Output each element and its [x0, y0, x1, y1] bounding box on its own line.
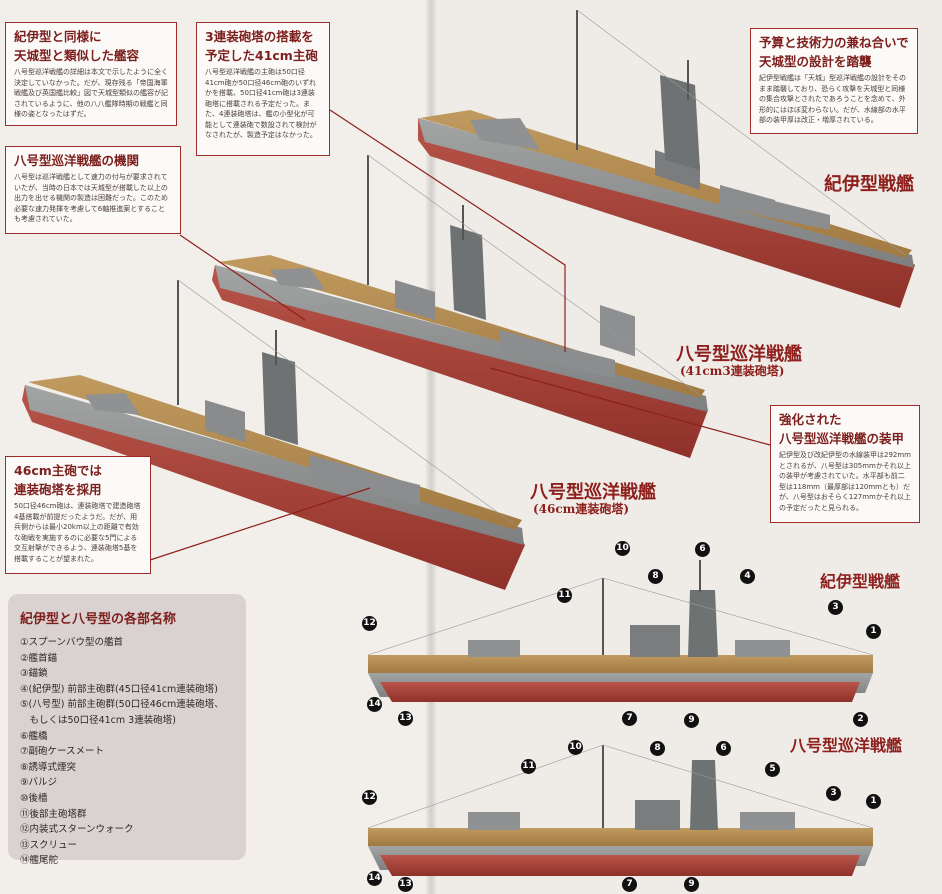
book-fold — [426, 0, 436, 894]
callout-marker: 14 — [367, 871, 382, 886]
box-triple-turret: 3連装砲塔の搭載を 予定した41cm主砲 八号型巡洋戦艦の主砲は50口径41cm… — [196, 22, 330, 156]
legend-item: ②艦首錨 — [20, 652, 58, 664]
hachi-profile — [367, 744, 874, 876]
callout-marker: 14 — [367, 697, 382, 712]
callout-marker: 12 — [362, 616, 377, 631]
callout-marker: 3 — [828, 600, 843, 615]
legend-item: ⑦副砲ケースメート — [20, 746, 105, 758]
legend-item: ⑩後檣 — [20, 792, 48, 804]
hachi-41cm-ship — [212, 154, 708, 458]
callout-marker: 13 — [398, 711, 413, 726]
kii-class-title: 紀伊型戦艦 — [824, 174, 914, 195]
callout-marker: 1 — [866, 624, 881, 639]
box-46cm-gun-body: 50口径46cm砲は、連装砲塔で建造砲塔4基搭載が前提だったようだ。だが、用兵側… — [14, 502, 141, 563]
box-kii-similarity-body: 八号型巡洋戦艦の詳細は本文で示したように全く決定していなかった。だが、現存残る「… — [14, 68, 168, 118]
callout-marker: 3 — [826, 786, 841, 801]
box-armor: 強化された 八号型巡洋戦艦の装甲 紀伊型及び改紀伊型の水線装甲は292mmとされ… — [770, 405, 920, 523]
legend-item: ⑥艦橋 — [20, 730, 48, 742]
kii-profile — [367, 560, 874, 702]
callout-marker: 8 — [648, 569, 663, 584]
hachi-46cm-subtitle: (46cm連装砲塔) — [533, 502, 630, 516]
legend-item: ⑧誘導式煙突 — [20, 761, 77, 773]
callout-marker: 9 — [684, 713, 699, 728]
callout-marker: 6 — [716, 741, 731, 756]
profile-hachi-title: 八号型巡洋戦艦 — [790, 736, 903, 755]
box-armor-body: 紀伊型及び改紀伊型の水線装甲は292mmとされるが、八号型は305mmかそれ以上… — [779, 451, 911, 512]
parts-legend-list: ①スプーンバウ型の艦首 ②艦首錨 ③錨鎖 ④(紀伊型) 前部主砲群(45口径41… — [8, 635, 246, 869]
kii-class-ship — [418, 9, 915, 357]
box-kii-similarity: 紀伊型と同様に 天城型と類似した艦容 八号型巡洋戦艦の詳細は本文で示したように全… — [5, 22, 177, 126]
parts-legend-title: 紀伊型と八号型の各部名称 — [20, 612, 177, 627]
callout-marker: 11 — [557, 588, 572, 603]
callout-marker: 1 — [866, 794, 881, 809]
profile-kii-title: 紀伊型戦艦 — [820, 572, 901, 591]
box-engine: 八号型巡洋戦艦の機関 八号型は巡洋戦艦として速力の付与が要求されていたが、当時の… — [5, 146, 181, 234]
box-triple-turret-title-1: 3連装砲塔の搭載を — [205, 29, 314, 44]
callout-marker: 9 — [684, 877, 699, 892]
callout-marker: 4 — [740, 569, 755, 584]
hachi-41cm-title: 八号型巡洋戦艦 — [676, 344, 802, 365]
box-budget-title-2: 天城型の設計を踏襲 — [759, 54, 872, 69]
callout-marker: 13 — [398, 877, 413, 892]
callout-leader-lines — [149, 109, 771, 561]
legend-item: ⑪後部主砲塔群 — [20, 808, 87, 820]
callout-marker: 8 — [650, 741, 665, 756]
legend-item: ④(紀伊型) 前部主砲群(45口径41cm連装砲塔) — [20, 683, 219, 695]
callout-marker: 2 — [853, 712, 868, 727]
legend-item: もしくは50口径41cm 3連装砲塔) — [20, 714, 176, 726]
box-triple-turret-title-2: 予定した41cm主砲 — [205, 48, 318, 63]
box-engine-body: 八号型は巡洋戦艦として速力の付与が要求されていたが、当時の日本では天城型が搭載し… — [14, 173, 168, 223]
callout-marker: 7 — [622, 711, 637, 726]
callout-marker: 10 — [615, 541, 630, 556]
hachi-41cm-subtitle: (41cm3連装砲塔) — [680, 364, 785, 378]
callout-marker: 12 — [362, 790, 377, 805]
box-46cm-gun-title-1: 46cm主砲では — [14, 463, 102, 478]
legend-item: ⑬スクリュー — [20, 839, 78, 851]
box-46cm-gun-title-2: 連装砲塔を採用 — [14, 482, 102, 497]
legend-item: ①スプーンバウ型の艦首 — [20, 637, 124, 648]
box-budget-body: 紀伊型戦艦は「天城」型巡洋戦艦の設計をそのまま踏襲しており、恐らく攻撃を天城型と… — [759, 74, 906, 124]
callout-marker: 6 — [695, 542, 710, 557]
hachi-46cm-title: 八号型巡洋戦艦 — [530, 482, 656, 503]
callout-marker: 10 — [568, 740, 583, 755]
hachi-46cm-ship — [22, 279, 525, 590]
box-46cm-gun: 46cm主砲では 連装砲塔を採用 50口径46cm砲は、連装砲塔で建造砲塔4基搭… — [5, 456, 151, 574]
box-triple-turret-body: 八号型巡洋戦艦の主砲は50口径41cm砲か50口径46cm砲のいずれかを搭載、5… — [205, 68, 317, 139]
box-budget: 予算と技術力の兼ね合いで 天城型の設計を踏襲 紀伊型戦艦は「天城」型巡洋戦艦の設… — [750, 28, 918, 134]
legend-item: ⑤(八号型) 前部主砲群(50口径46cm連装砲塔、 — [20, 699, 224, 711]
box-armor-title-1: 強化された — [779, 412, 842, 427]
box-armor-title-2: 八号型巡洋戦艦の装甲 — [779, 431, 905, 446]
callout-marker: 7 — [622, 877, 637, 892]
legend-item: ⑭艦尾舵 — [20, 855, 59, 867]
box-budget-title-1: 予算と技術力の兼ね合いで — [759, 35, 909, 50]
legend-item: ③錨鎖 — [20, 668, 48, 680]
legend-item: ⑨バルジ — [20, 777, 58, 789]
box-kii-similarity-title-2: 天城型と類似した艦容 — [14, 48, 140, 63]
parts-legend: 紀伊型と八号型の各部名称 ①スプーンバウ型の艦首 ②艦首錨 ③錨鎖 ④(紀伊型)… — [8, 594, 246, 866]
box-engine-title: 八号型巡洋戦艦の機関 — [14, 153, 140, 168]
callout-marker: 11 — [521, 759, 536, 774]
callout-marker: 5 — [765, 762, 780, 777]
box-kii-similarity-title-1: 紀伊型と同様に — [14, 29, 102, 44]
legend-item: ⑫内装式スターンウォーク — [20, 824, 134, 836]
